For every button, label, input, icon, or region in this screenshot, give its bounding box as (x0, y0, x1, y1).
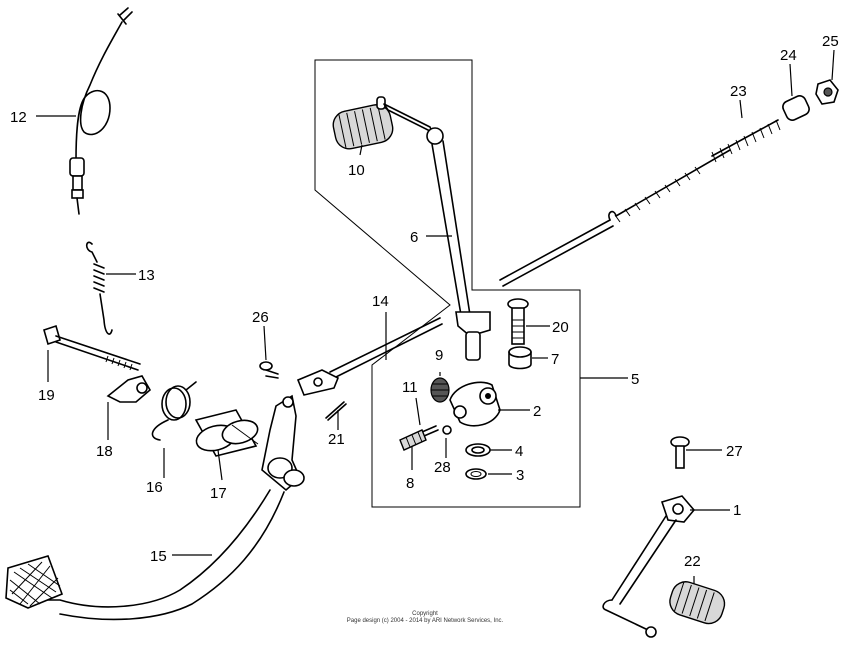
part-label-10: 10 (348, 162, 365, 179)
flange-bolt (507, 298, 529, 345)
pedal-pivot (194, 409, 259, 457)
kick-starter-rubber (669, 581, 726, 625)
part-label-2: 2 (533, 403, 541, 420)
part-label-12: 12 (10, 109, 27, 126)
part-label-24: 24 (780, 47, 797, 64)
part-label-5: 5 (631, 371, 639, 388)
kick-starter-arm (602, 495, 696, 638)
pawl-spring (430, 377, 450, 403)
copyright-line: Page design (c) 2004 - 2014 by ARI Netwo… (346, 618, 504, 624)
part-label-19: 19 (38, 387, 55, 404)
shift-lever (376, 96, 491, 361)
part-label-22: 22 (684, 553, 701, 570)
pivot-bolt (259, 361, 279, 379)
leader-lines (36, 49, 835, 584)
part-label-6: 6 (410, 229, 418, 246)
part-label-1: 1 (733, 502, 741, 519)
stopper-spring (421, 425, 439, 437)
part-label-20: 20 (552, 319, 569, 336)
detent-spring (399, 429, 427, 451)
return-spring (85, 241, 113, 335)
part-label-26: 26 (252, 309, 269, 326)
part-label-15: 15 (150, 548, 167, 565)
circlip (465, 468, 487, 480)
steel-ball (442, 425, 452, 435)
cap-nut (815, 79, 839, 105)
kick-arm-bolt (670, 436, 690, 469)
part-label-25: 25 (822, 33, 839, 50)
long-bolt (43, 324, 141, 371)
copyright-notice: Copyright Page design (c) 2004 - 2014 by… (300, 611, 550, 625)
part-label-3: 3 (516, 467, 524, 484)
part-label-16: 16 (146, 479, 163, 496)
torsion-spring (151, 381, 197, 441)
part-label-14: 14 (372, 293, 389, 310)
part-label-8: 8 (406, 475, 414, 492)
part-label-23: 23 (730, 83, 747, 100)
part-label-4: 4 (515, 443, 523, 460)
plain-washer (465, 443, 491, 457)
distance-collar (508, 346, 532, 370)
part-labels: 1 2 3 4 5 6 7 8 9 10 11 12 13 14 15 16 1… (10, 33, 839, 570)
cable-assembly (69, 7, 133, 215)
assembly-outline (314, 59, 581, 508)
part-label-21: 21 (328, 431, 345, 448)
cotter-pin (325, 401, 347, 421)
part-label-13: 13 (138, 267, 155, 284)
shift-arm (449, 381, 501, 427)
part-label-17: 17 (210, 485, 227, 502)
shift-spindle (499, 119, 781, 287)
part-label-27: 27 (726, 443, 743, 460)
brake-pedal (5, 394, 305, 621)
part-label-11: 11 (402, 379, 418, 396)
shift-lever-rubber (332, 104, 394, 150)
part-label-7: 7 (551, 351, 559, 368)
copyright-heading: Copyright (412, 611, 438, 617)
brake-rod (296, 317, 443, 396)
part-label-9: 9 (435, 347, 443, 364)
stopper-bracket (106, 375, 152, 403)
part-label-18: 18 (96, 443, 113, 460)
part-label-28: 28 (434, 459, 451, 476)
collar (782, 95, 810, 121)
